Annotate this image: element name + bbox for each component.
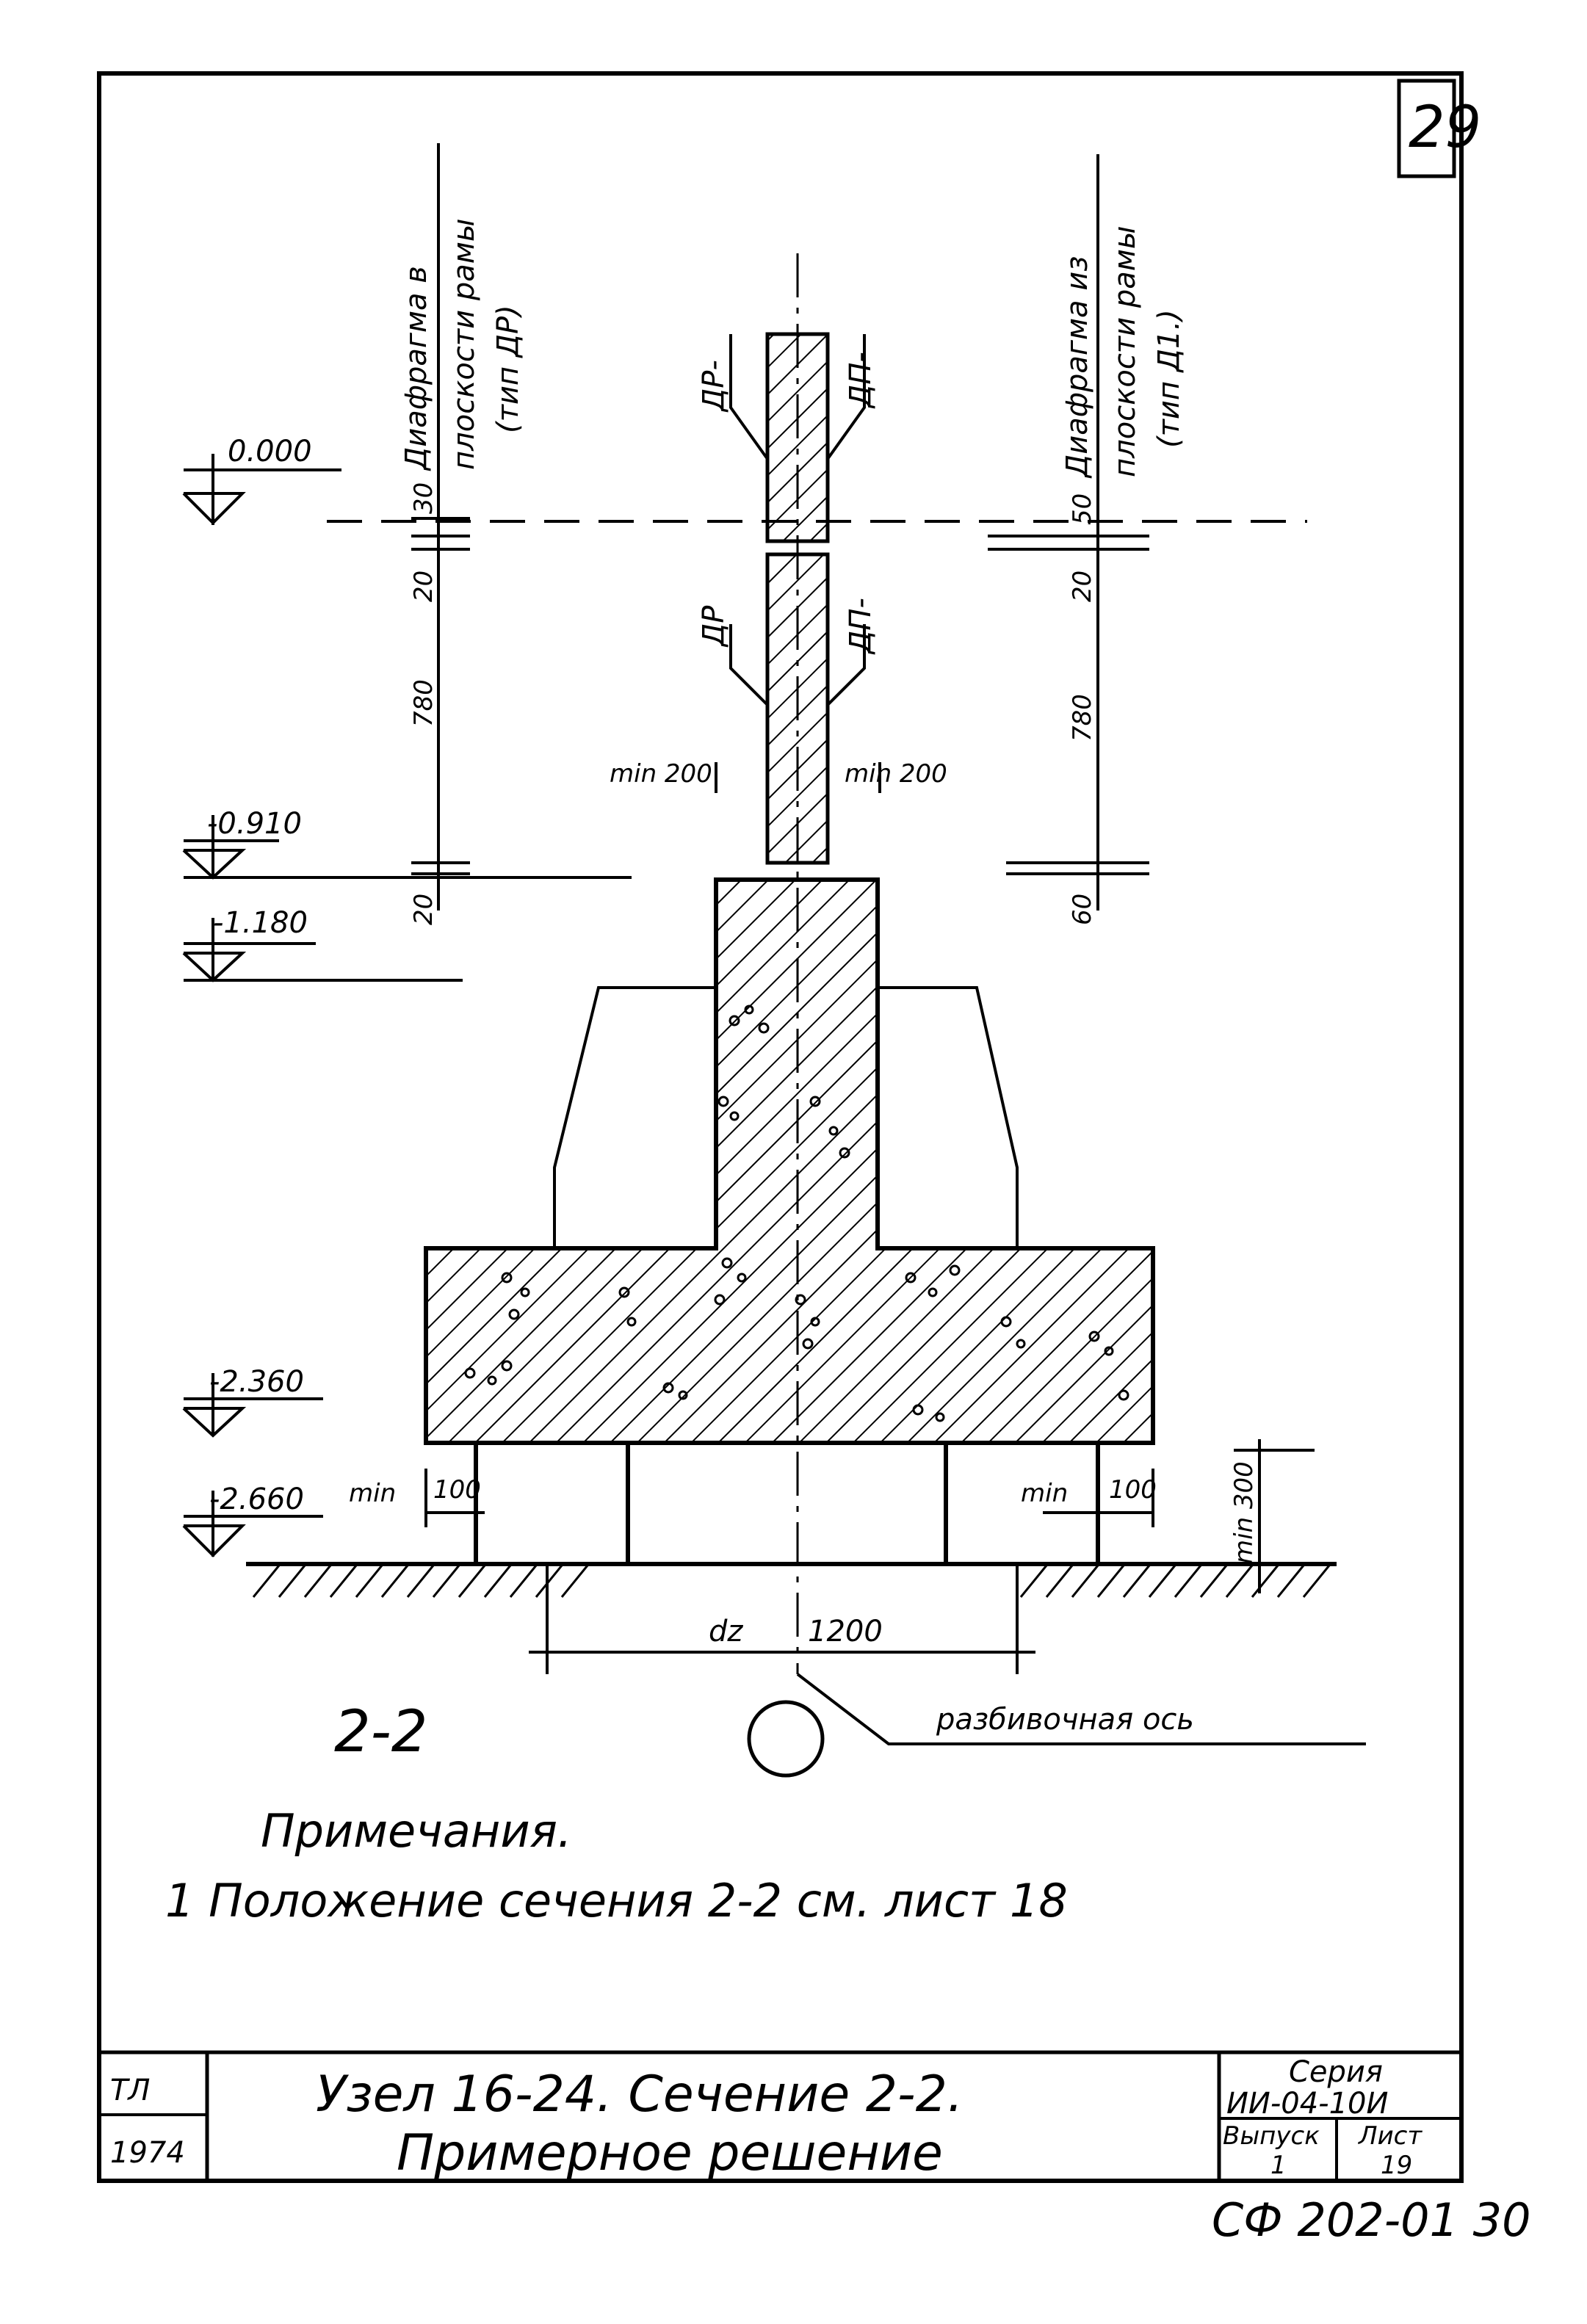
mark-lower-left: ДР (697, 605, 731, 648)
min-300-label: min 300 (1229, 1461, 1259, 1564)
footer-code: СФ 202-01 30 (1212, 2193, 1531, 2247)
min-100-right-label: min (1021, 1479, 1068, 1508)
piers (474, 1443, 1100, 1564)
level-marker-3 (182, 1373, 323, 1438)
stamp-sheet-value: 19 (1381, 2151, 1412, 2180)
right-caption-line-3: (тип Д1.) (1152, 309, 1186, 448)
concrete-aggregate (464, 1004, 1129, 1422)
section-label: 2-2 (334, 1699, 427, 1765)
stamp-series-value: ИИ-04-10И (1226, 2087, 1388, 2121)
min-100-left-value: 100 (433, 1475, 481, 1505)
level-marker-4 (182, 1491, 323, 1557)
level-label-1: -0.910 (207, 807, 302, 841)
left-dimension-line (411, 143, 470, 911)
level-label-3: -2.360 (209, 1365, 304, 1399)
level-label-4: -2.660 (209, 1483, 304, 1516)
min-100-left-label: min (349, 1479, 396, 1508)
stamp-title-2: Примерное решение (397, 2124, 943, 2182)
left-caption-line-3: (тип ДР) (491, 305, 525, 433)
sheet-frame (97, 71, 1464, 2183)
glass-side-walls-right (878, 986, 1019, 1248)
right-dimension-line (988, 154, 1149, 911)
base-dimension (529, 1564, 1035, 1674)
min-200-right: min 200 (845, 759, 947, 789)
stamp-issue-label: Выпуск (1223, 2121, 1320, 2151)
mark-upper-left: ДР- (697, 360, 731, 413)
min-300-dim (1234, 1439, 1315, 1593)
stamp-org: ТЛ (110, 2074, 151, 2107)
stamp-issue-value: 1 (1270, 2151, 1287, 2180)
mark-lower-right: ДП- (844, 598, 878, 655)
right-caption-line-1: Диафрагма из (1060, 256, 1094, 479)
right-caption-line-2: плоскости рамы (1108, 226, 1142, 477)
level-marker-0 (182, 454, 341, 525)
axis-leader (796, 1673, 1366, 1745)
mark-upper-right: ДП- (844, 352, 878, 409)
base-dim-value: 1200 (808, 1615, 883, 1648)
right-dim-1: 50 (1068, 493, 1097, 525)
level-marker-2 (182, 918, 463, 982)
left-dim-4: 20 (409, 894, 438, 925)
right-dim-4: 60 (1068, 894, 1097, 925)
min-200-left: min 200 (610, 759, 712, 789)
min-100-right-value: 100 (1109, 1475, 1157, 1505)
left-caption-line-1: Диафрагма в (400, 266, 433, 471)
min-100-dims (424, 1469, 1154, 1527)
stamp-series-label: Серия (1289, 2055, 1383, 2089)
left-dim-1: 30 (409, 482, 438, 514)
axis-label: разбивочная ось (936, 1703, 1194, 1737)
right-dim-2: 20 (1068, 571, 1097, 602)
right-dim-3: 780 (1068, 694, 1097, 742)
stamp-title-1: Узел 16-24. Сечение 2-2. (316, 2066, 963, 2124)
stamp-year: 1974 (110, 2136, 185, 2170)
notes-heading: Примечания. (261, 1804, 572, 1858)
axis-bubble (747, 1700, 825, 1778)
left-dim-2: 20 (409, 571, 438, 602)
level-marker-1 (182, 815, 632, 880)
foundation-body (424, 877, 1155, 1445)
level-label-2: -1.180 (213, 906, 308, 940)
sheet-number: 29 (1409, 95, 1481, 161)
glass-side-walls (553, 986, 716, 1248)
base-dim-label: dz (709, 1615, 743, 1648)
ground-line (246, 1562, 1337, 1598)
left-dim-3: 780 (409, 679, 438, 727)
stamp-sheet-label: Лист (1357, 2121, 1422, 2151)
left-caption-line-2: плоскости рамы (447, 219, 481, 470)
level-label-0: 0.000 (228, 435, 312, 468)
note-1: 1 Положение сечения 2-2 см. лист 18 (165, 1874, 1068, 1927)
